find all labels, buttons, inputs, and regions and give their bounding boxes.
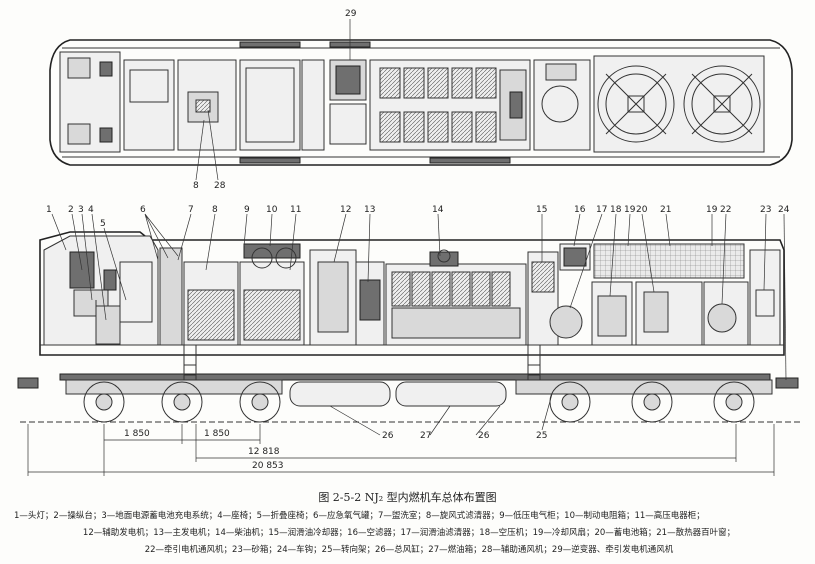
callout-8-side: 8 — [212, 205, 218, 215]
plan-view — [49, 39, 793, 166]
side-ladders — [183, 345, 541, 385]
plan-engine — [369, 59, 531, 151]
side-cab — [43, 235, 159, 346]
callout-20: 20 — [636, 205, 648, 215]
side-callouts: 1 2 3 4 5 6 7 8 9 10 11 12 13 14 15 16 1… — [46, 205, 790, 441]
figure-legend: 1—头灯；2—操纵台；3—地面电源蓄电池充电系统；4—座椅；5—折叠座椅；6—应… — [14, 508, 804, 559]
callout-5: 5 — [100, 219, 106, 229]
side-diesel-engine — [385, 249, 527, 346]
plan-inverter — [329, 59, 367, 145]
side-electrical — [159, 243, 305, 346]
side-auxiliaries — [527, 243, 633, 346]
plan-auxiliary — [533, 59, 591, 151]
callout-23: 23 — [760, 205, 771, 215]
dim-overall-length: 20 853 — [252, 461, 284, 471]
callout-2: 2 — [68, 205, 74, 215]
callout-11: 11 — [290, 205, 301, 215]
callout-24: 24 — [778, 205, 790, 215]
callout-15: 15 — [536, 205, 547, 215]
callout-3: 3 — [78, 205, 84, 215]
callout-9: 9 — [244, 205, 250, 215]
dim-bogie-centers: 12 818 — [248, 447, 280, 457]
side-view — [17, 231, 800, 423]
plan-cab — [59, 51, 175, 153]
callout-8-plan: 8 — [193, 181, 199, 191]
callout-26a: 26 — [382, 431, 394, 441]
callout-22: 22 — [720, 205, 731, 215]
legend-line-3: 22—牵引电机通风机；23—砂箱；24—车钩；25—转向架；26—总风缸；27—… — [144, 545, 674, 555]
callout-10: 10 — [266, 205, 278, 215]
callout-28: 28 — [214, 181, 226, 191]
callout-14: 14 — [432, 205, 444, 215]
plan-callouts: 29 8 28 — [193, 9, 357, 191]
callout-4: 4 — [88, 205, 94, 215]
side-underframe-tanks — [289, 381, 507, 407]
callout-6: 6 — [140, 205, 146, 215]
legend-line-1: 1—头灯；2—操纵台；3—地面电源蓄电池充电系统；4—座椅；5—折叠座椅；6—应… — [14, 511, 705, 521]
callout-19b: 19 — [706, 205, 718, 215]
callout-1: 1 — [46, 205, 52, 215]
callout-27: 27 — [420, 431, 431, 441]
plan-electrical-area — [177, 59, 325, 151]
legend-line-2: 12—辅助发电机；13—主发电机；14—柴油机；15—润滑油冷却器；16—空滤器… — [82, 528, 736, 538]
dim-axle-spacing-1: 1 850 — [124, 429, 150, 439]
side-generators — [309, 249, 385, 346]
locomotive-drawing: 29 8 28 — [17, 9, 800, 476]
callout-16: 16 — [574, 205, 586, 215]
callout-29: 29 — [345, 9, 357, 19]
callout-26b: 26 — [478, 431, 490, 441]
callout-19: 19 — [624, 205, 636, 215]
figure-caption: 图 2-5-2 NJ₂ 型内燃机车总体布置图 — [318, 491, 497, 504]
plan-cooling-fans — [593, 55, 765, 153]
callout-25: 25 — [536, 431, 547, 441]
callout-17: 17 — [596, 205, 607, 215]
side-bogies — [17, 377, 799, 423]
dim-axle-spacing-2: 1 850 — [204, 429, 230, 439]
dimensions: 1 850 1 850 12 818 20 853 — [27, 424, 775, 476]
callout-13: 13 — [364, 205, 375, 215]
callout-21: 21 — [660, 205, 671, 215]
callout-18: 18 — [610, 205, 622, 215]
side-cooling-section — [593, 243, 781, 346]
callout-12: 12 — [340, 205, 351, 215]
callout-7: 7 — [188, 205, 194, 215]
